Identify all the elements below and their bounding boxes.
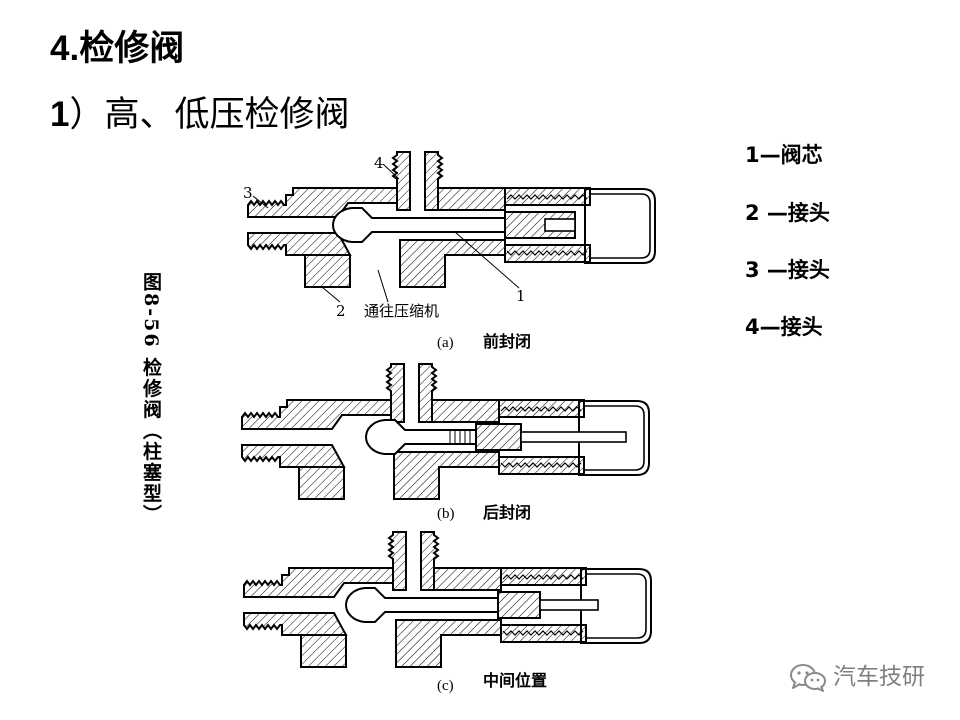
title-number: 4. (50, 29, 80, 68)
diagram-tag-b: (b) (437, 506, 455, 522)
label-3: 3 (243, 184, 253, 202)
valve-core-rod (520, 431, 627, 443)
wechat-icon (790, 664, 826, 692)
leader-line-4 (382, 163, 400, 180)
label-to-compressor: 通往压缩机 (364, 302, 439, 320)
leader-line-2 (321, 286, 341, 303)
valve-diagram-c: (c) 中间位置 (243, 531, 652, 694)
valve-core-thread-marks (449, 430, 471, 444)
valve-diagram-a: 4 3 2 通往压缩机 1 (a) 前封闭 (243, 151, 656, 351)
legend-item-1: 1—阀芯 (745, 143, 823, 167)
subtitle-text: ）高、低压检修阀 (69, 95, 350, 135)
valve-core-thread (497, 591, 541, 619)
legend-item-3: 3 —接头 (745, 258, 830, 282)
leader-line-1 (454, 231, 520, 289)
subtitle-number: 1 (50, 95, 70, 134)
valve-core-socket (544, 218, 576, 232)
slide-title: 4.检修阀 (50, 27, 184, 71)
label-4: 4 (374, 154, 384, 172)
valve-core-rod (539, 599, 599, 611)
valve-diagram-b: (b) 后封闭 (241, 363, 650, 522)
diagram-caption-b: 后封闭 (483, 503, 531, 522)
diagram-caption-c: 中间位置 (483, 671, 547, 690)
label-1: 1 (516, 287, 526, 305)
valve-core-thread (475, 423, 522, 451)
leader-line-3 (252, 195, 269, 209)
diagram-caption-a: 前封闭 (483, 332, 531, 351)
diagram-tag-c: (c) (437, 678, 454, 694)
watermark-text: 汽车技研 (833, 664, 925, 690)
figure-caption: 图8-56 检修阀（柱塞型） (140, 272, 162, 526)
legend-item-4: 4—接头 (745, 315, 823, 339)
valve-core (344, 587, 499, 623)
title-text: 检修阀 (79, 29, 185, 69)
valve-core (331, 207, 506, 243)
label-2: 2 (336, 302, 346, 320)
leader-line-compressor (377, 269, 389, 303)
legend-item-2: 2 —接头 (745, 201, 830, 225)
slide-subtitle: 1）高、低压检修阀 (50, 93, 349, 137)
diagram-tag-a: (a) (437, 335, 454, 351)
